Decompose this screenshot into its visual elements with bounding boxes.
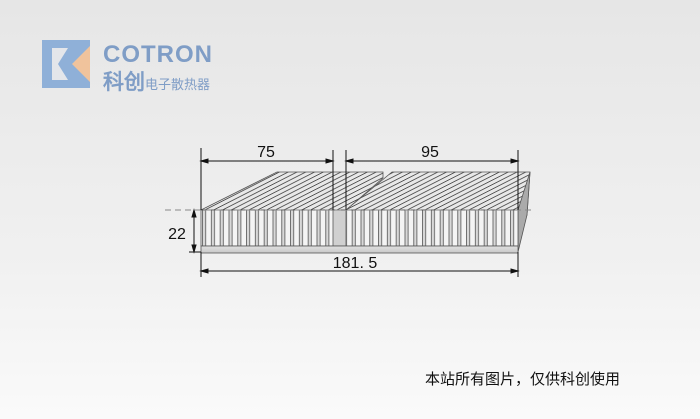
logo-subtitle: 电子散热器: [145, 78, 211, 93]
dim-width-label: 181. 5: [333, 255, 378, 272]
logo-brand-cn-name: 科创: [103, 70, 145, 94]
copyright-notice: 本站所有图片，仅供科创使用: [425, 370, 621, 388]
logo-brand-cn: 科创电子散热器: [103, 66, 210, 96]
logo-icon: [42, 40, 90, 88]
dim-height-label: 22: [168, 226, 186, 243]
dim-right-label: 95: [421, 144, 439, 161]
dim-left-label: 75: [257, 144, 275, 161]
logo-brand-en: COTRON: [103, 41, 213, 68]
dimension-lines: [189, 148, 520, 277]
heatsink-drawing: [165, 171, 535, 254]
